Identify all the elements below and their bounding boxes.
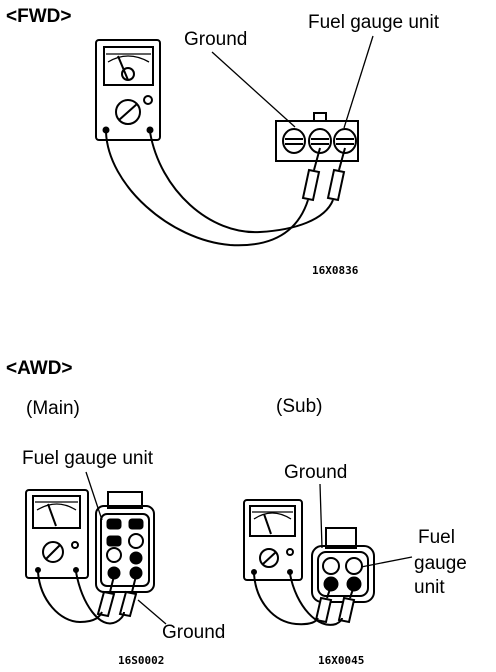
fwd-fuel-leader xyxy=(343,35,374,129)
awd-sub-probe-left-icon xyxy=(314,585,333,624)
awd-main-wire-right xyxy=(75,571,125,625)
awd-sub-fuel-leader xyxy=(355,556,413,569)
awd-main-wire-left xyxy=(37,571,103,624)
awd-sub-title: (Sub) xyxy=(276,396,322,417)
awd-sub-wire-right xyxy=(289,573,343,626)
fwd-probe-right-icon xyxy=(326,147,346,202)
awd-main-ground-leader xyxy=(137,599,167,625)
awd-sub-fuel-label-line1: Fuel xyxy=(418,527,455,548)
awd-sub-ground-leader xyxy=(319,483,323,549)
awd-main-ground-label: Ground xyxy=(162,622,225,643)
fwd-fuel-gauge-unit-label: Fuel gauge unit xyxy=(308,12,440,33)
awd-header: <AWD> xyxy=(6,358,73,379)
awd-sub-wire-left xyxy=(253,573,319,626)
awd-main-probe-right-icon xyxy=(118,575,138,618)
fwd-wire-right xyxy=(149,131,334,234)
fwd-ground-label: Ground xyxy=(184,29,247,50)
fwd-multimeter-icon xyxy=(95,39,161,141)
awd-main-connector-icon xyxy=(95,491,155,593)
awd-sub-multimeter-icon xyxy=(243,499,303,581)
awd-sub-figure-code: 16X0045 xyxy=(318,654,364,667)
fwd-probe-left-icon xyxy=(301,147,321,202)
awd-sub-fuel-label-line3: unit xyxy=(414,577,445,598)
fwd-wire-left xyxy=(105,131,309,247)
awd-main-multimeter-icon xyxy=(25,489,89,579)
awd-sub-fuel-label-line2: gauge xyxy=(414,553,467,574)
fwd-ground-leader xyxy=(211,51,296,128)
fwd-header: <FWD> xyxy=(6,6,71,27)
awd-main-fuel-gauge-unit-label: Fuel gauge unit xyxy=(22,448,154,469)
awd-sub-ground-label: Ground xyxy=(284,462,347,483)
awd-main-title: (Main) xyxy=(26,398,80,419)
awd-sub-connector-icon xyxy=(311,527,375,603)
awd-main-fuel-leader xyxy=(85,471,103,521)
awd-main-figure-code: 16S0002 xyxy=(118,654,164,667)
fwd-connector-icon xyxy=(275,112,359,162)
awd-sub-probe-right-icon xyxy=(337,585,356,624)
fwd-figure-code: 16X0836 xyxy=(312,264,359,277)
awd-main-probe-left-icon xyxy=(96,575,116,618)
